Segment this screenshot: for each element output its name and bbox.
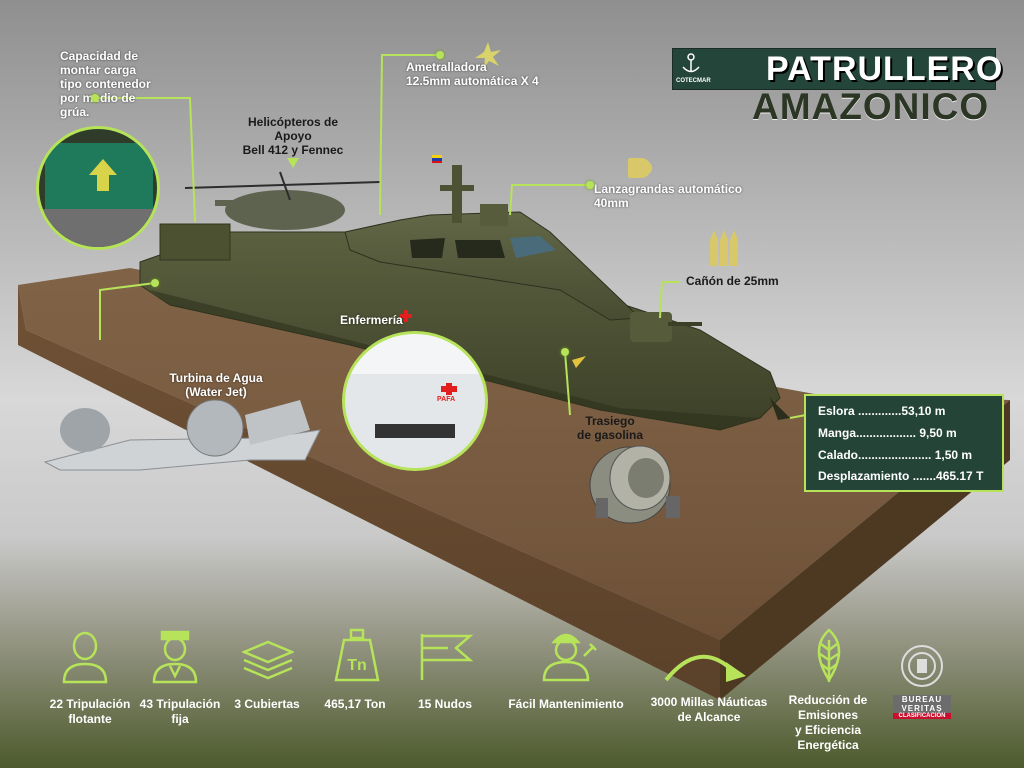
range-arrow-icon bbox=[664, 654, 746, 682]
callout-canon: Cañón de 25mm bbox=[686, 274, 779, 288]
decks-icon bbox=[242, 640, 294, 680]
gun-turret bbox=[630, 312, 672, 342]
spec-desplazamiento: Desplazamiento .......465.17 T bbox=[818, 469, 984, 483]
fuel-arrow bbox=[572, 356, 586, 368]
feature-maintenance: Fácil Mantenimiento bbox=[508, 697, 624, 711]
spec-calado: Calado...................... 1,50 m bbox=[818, 448, 973, 462]
earth-block-top bbox=[18, 268, 1010, 640]
hospital-cross-icon bbox=[441, 383, 457, 395]
callout-turbina: Turbina de Agua(Water Jet) bbox=[169, 371, 263, 399]
helicopter-body bbox=[225, 190, 345, 230]
weight-icon-text: Tn bbox=[347, 657, 367, 674]
callout-dot bbox=[151, 279, 159, 287]
callout-dot bbox=[436, 51, 444, 59]
bv-bottom-text: VERITAS bbox=[893, 704, 951, 713]
grenade-launcher-mount bbox=[480, 204, 508, 226]
water-jet-turbine-image bbox=[43, 399, 321, 471]
crew-fixed-icon bbox=[152, 630, 198, 684]
logo-text: COTECMAR bbox=[676, 78, 711, 84]
maintenance-icon bbox=[542, 633, 597, 682]
spec-eslora: Eslora .............53,10 m bbox=[818, 404, 946, 418]
gunfire-burst-icon bbox=[475, 42, 501, 68]
bv-top-text: BUREAU bbox=[893, 695, 951, 704]
spec-manga: Manga.................. 9,50 m bbox=[818, 426, 957, 440]
anchor-icon bbox=[682, 53, 700, 73]
specs-panel: Eslora .............53,10 m Manga.......… bbox=[804, 394, 1004, 492]
feature-weight: 465,17 Ton bbox=[324, 697, 386, 711]
deck-container bbox=[159, 223, 231, 261]
bureau-veritas-logo: BUREAU VERITAS CLASIFICACIÓN bbox=[893, 642, 951, 719]
hospital-sign: PAFA bbox=[437, 396, 456, 403]
speed-flag-icon bbox=[420, 634, 474, 680]
page-title-line1: PATRULLERO bbox=[766, 50, 1004, 88]
container-crane-inset bbox=[36, 126, 160, 250]
callout-dot bbox=[586, 181, 594, 189]
ship-mast bbox=[452, 165, 462, 223]
callout-lines bbox=[95, 54, 807, 419]
bureau-veritas-seal-icon bbox=[901, 645, 943, 687]
crew-floating-icon bbox=[62, 631, 108, 684]
leaf-icon bbox=[817, 628, 841, 683]
fuel-reel-image bbox=[589, 445, 680, 524]
bullet-icon-40mm bbox=[628, 158, 652, 178]
bullets-icon-25mm bbox=[710, 230, 738, 266]
earth-block-side-front bbox=[18, 285, 720, 700]
callout-enfermeria: Enfermería bbox=[340, 313, 403, 327]
feature-speed: 15 Nudos bbox=[417, 697, 472, 711]
callout-dot bbox=[91, 94, 99, 102]
callout-dot bbox=[561, 348, 569, 356]
page-title-line2: AMAZONICO bbox=[752, 86, 990, 127]
red-cross-icon bbox=[400, 310, 412, 322]
infirmary-inset: PAFA bbox=[342, 331, 488, 471]
helipad-marker bbox=[287, 158, 299, 168]
title-banner bbox=[672, 48, 996, 90]
feature-decks: 3 Cubiertas bbox=[234, 697, 300, 711]
weight-icon: Tn bbox=[334, 628, 380, 682]
bv-sub-text: CLASIFICACIÓN bbox=[893, 713, 951, 719]
